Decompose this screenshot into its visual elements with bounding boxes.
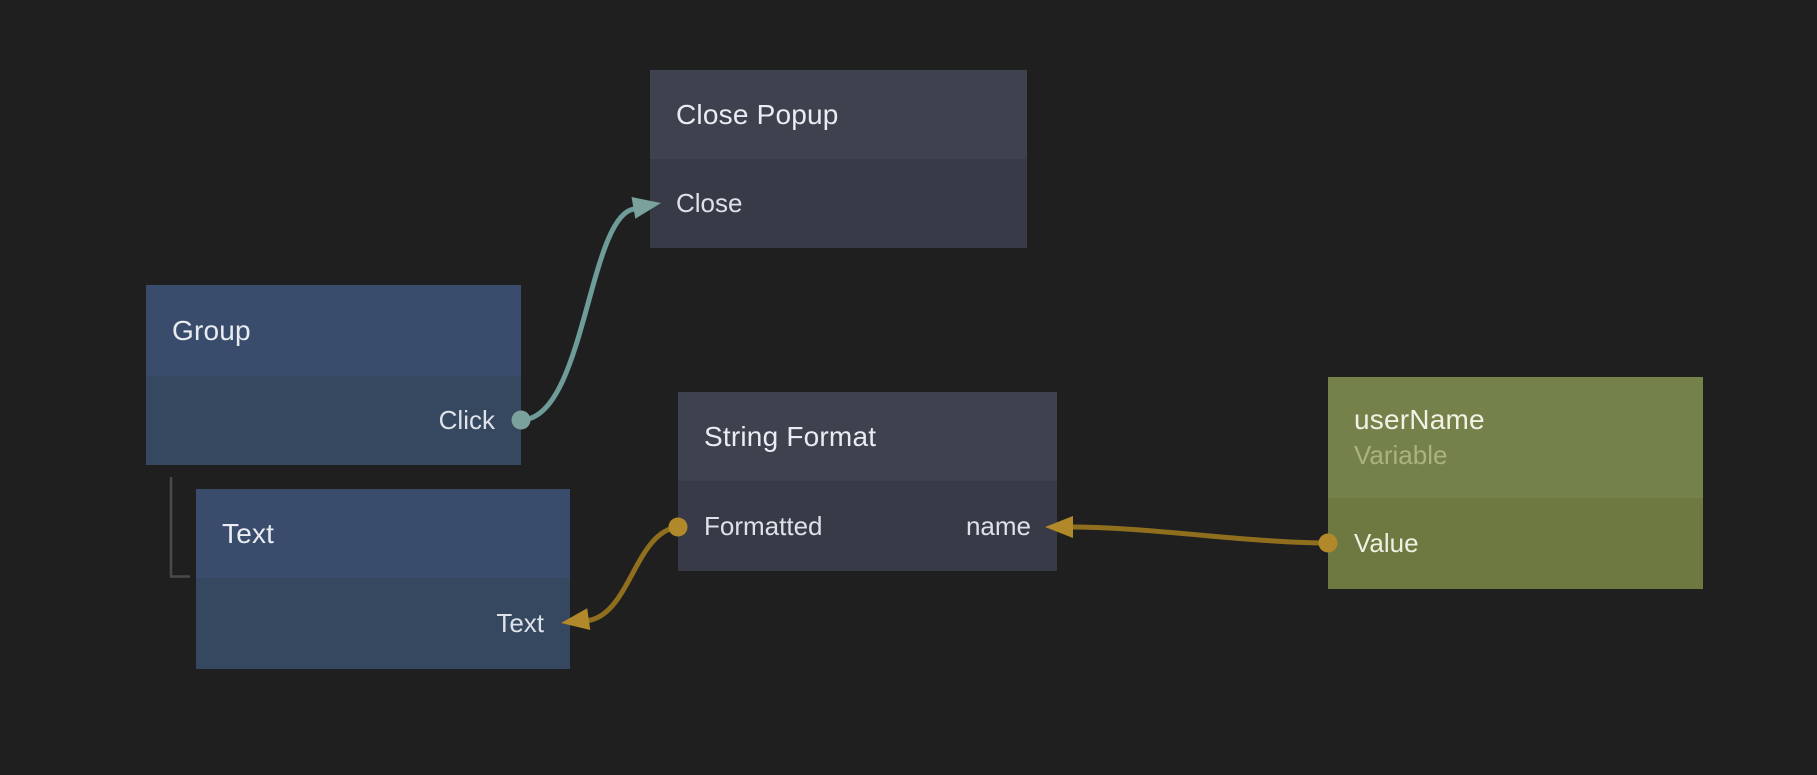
port-label-text: Text — [496, 608, 544, 638]
port-row-close[interactable]: Close — [650, 159, 1027, 248]
node-title: Close Popup — [676, 98, 839, 130]
port-label-formatted: Formatted — [704, 510, 823, 541]
node-text-header: Text — [196, 489, 570, 578]
connection-click-to-close[interactable] — [518, 206, 637, 423]
port-label-value: Value — [1354, 528, 1419, 558]
node-close-popup[interactable]: Close Popup Close — [650, 70, 1027, 248]
node-username-header: userName Variable — [1328, 377, 1703, 498]
node-text[interactable]: Text Text — [196, 489, 570, 669]
node-string-format[interactable]: String Format Formatted name — [678, 392, 1057, 571]
node-title: Text — [222, 517, 275, 549]
node-group-header: Group — [146, 285, 521, 376]
port-row-click[interactable]: Click — [146, 376, 521, 465]
node-subtitle: Variable — [1354, 440, 1448, 470]
node-title: String Format — [704, 420, 877, 452]
port-label-name: name — [965, 510, 1031, 541]
connection-value-to-name[interactable] — [1067, 524, 1331, 546]
node-title: userName — [1354, 404, 1485, 435]
node-username-variable[interactable]: userName Variable Value — [1328, 377, 1703, 589]
port-label-close: Close — [676, 188, 743, 218]
port-label-click: Click — [438, 405, 495, 435]
node-title: Group — [172, 314, 251, 346]
node-string-format-header: String Format — [678, 392, 1057, 481]
hierarchy-connector-group-text — [169, 477, 190, 578]
node-close-popup-header: Close Popup — [650, 70, 1027, 159]
connection-formatted-to-text[interactable] — [582, 524, 681, 624]
node-group[interactable]: Group Click — [146, 285, 521, 465]
port-row-formatted-name[interactable]: Formatted name — [678, 481, 1057, 571]
port-row-text[interactable]: Text — [196, 578, 570, 669]
port-row-value[interactable]: Value — [1328, 498, 1703, 589]
